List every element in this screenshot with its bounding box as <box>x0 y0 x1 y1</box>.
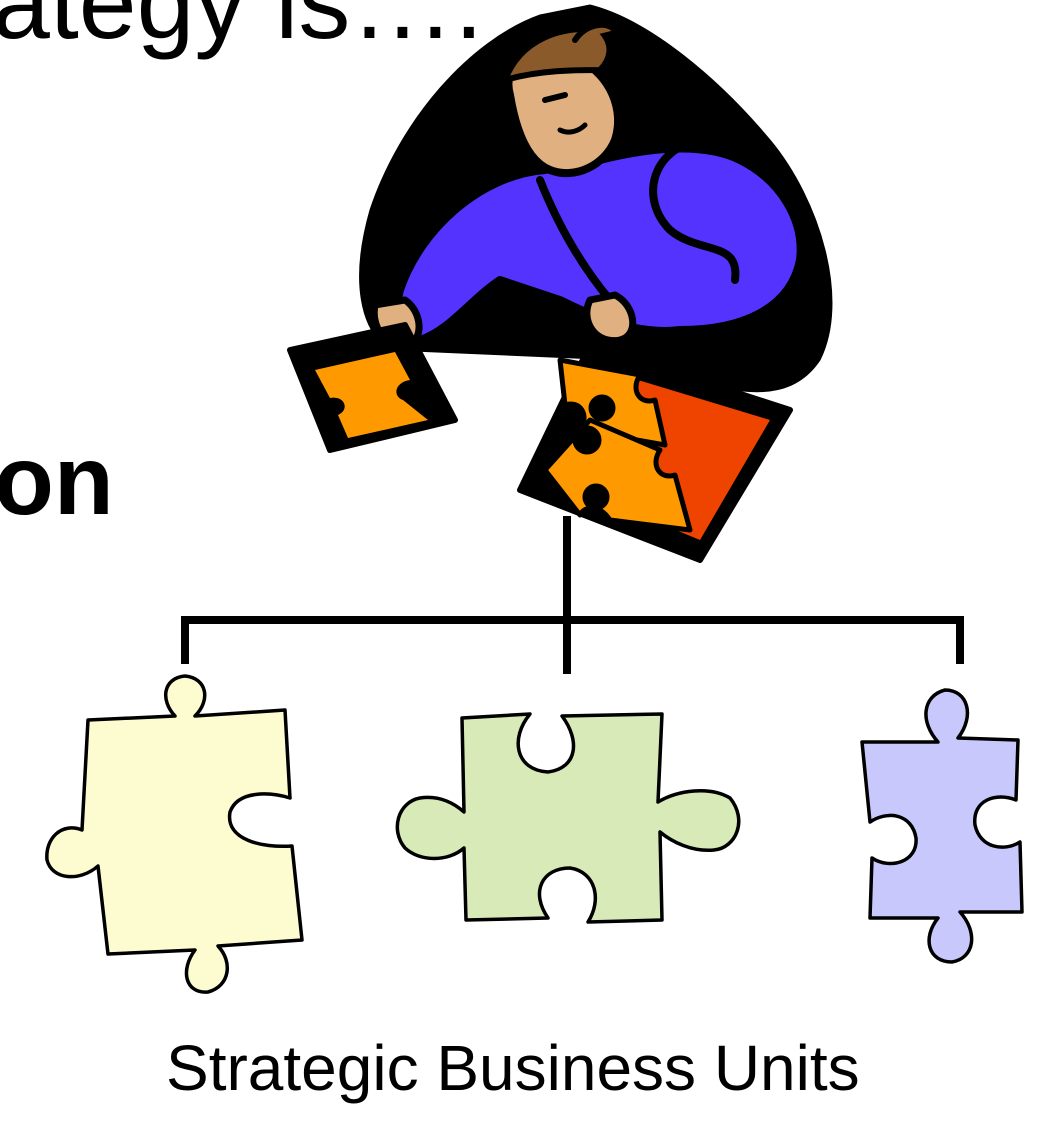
right-hand <box>583 291 637 345</box>
puzzle-piece-icon-green <box>395 712 741 924</box>
left-puzzle-piece <box>315 352 428 438</box>
puzzle-piece-icon-yellow <box>45 674 304 994</box>
hair <box>502 26 613 83</box>
bold-text-fragment: on <box>0 425 114 535</box>
puzzle-piece-icon-lavender <box>860 688 1024 964</box>
person-assembling-puzzle-illustration <box>287 4 833 563</box>
strategic-business-units-caption: Strategic Business Units <box>166 1032 860 1104</box>
hierarchy-connectors <box>181 516 964 674</box>
slide-title-fragment: ategy is…. <box>0 0 484 61</box>
